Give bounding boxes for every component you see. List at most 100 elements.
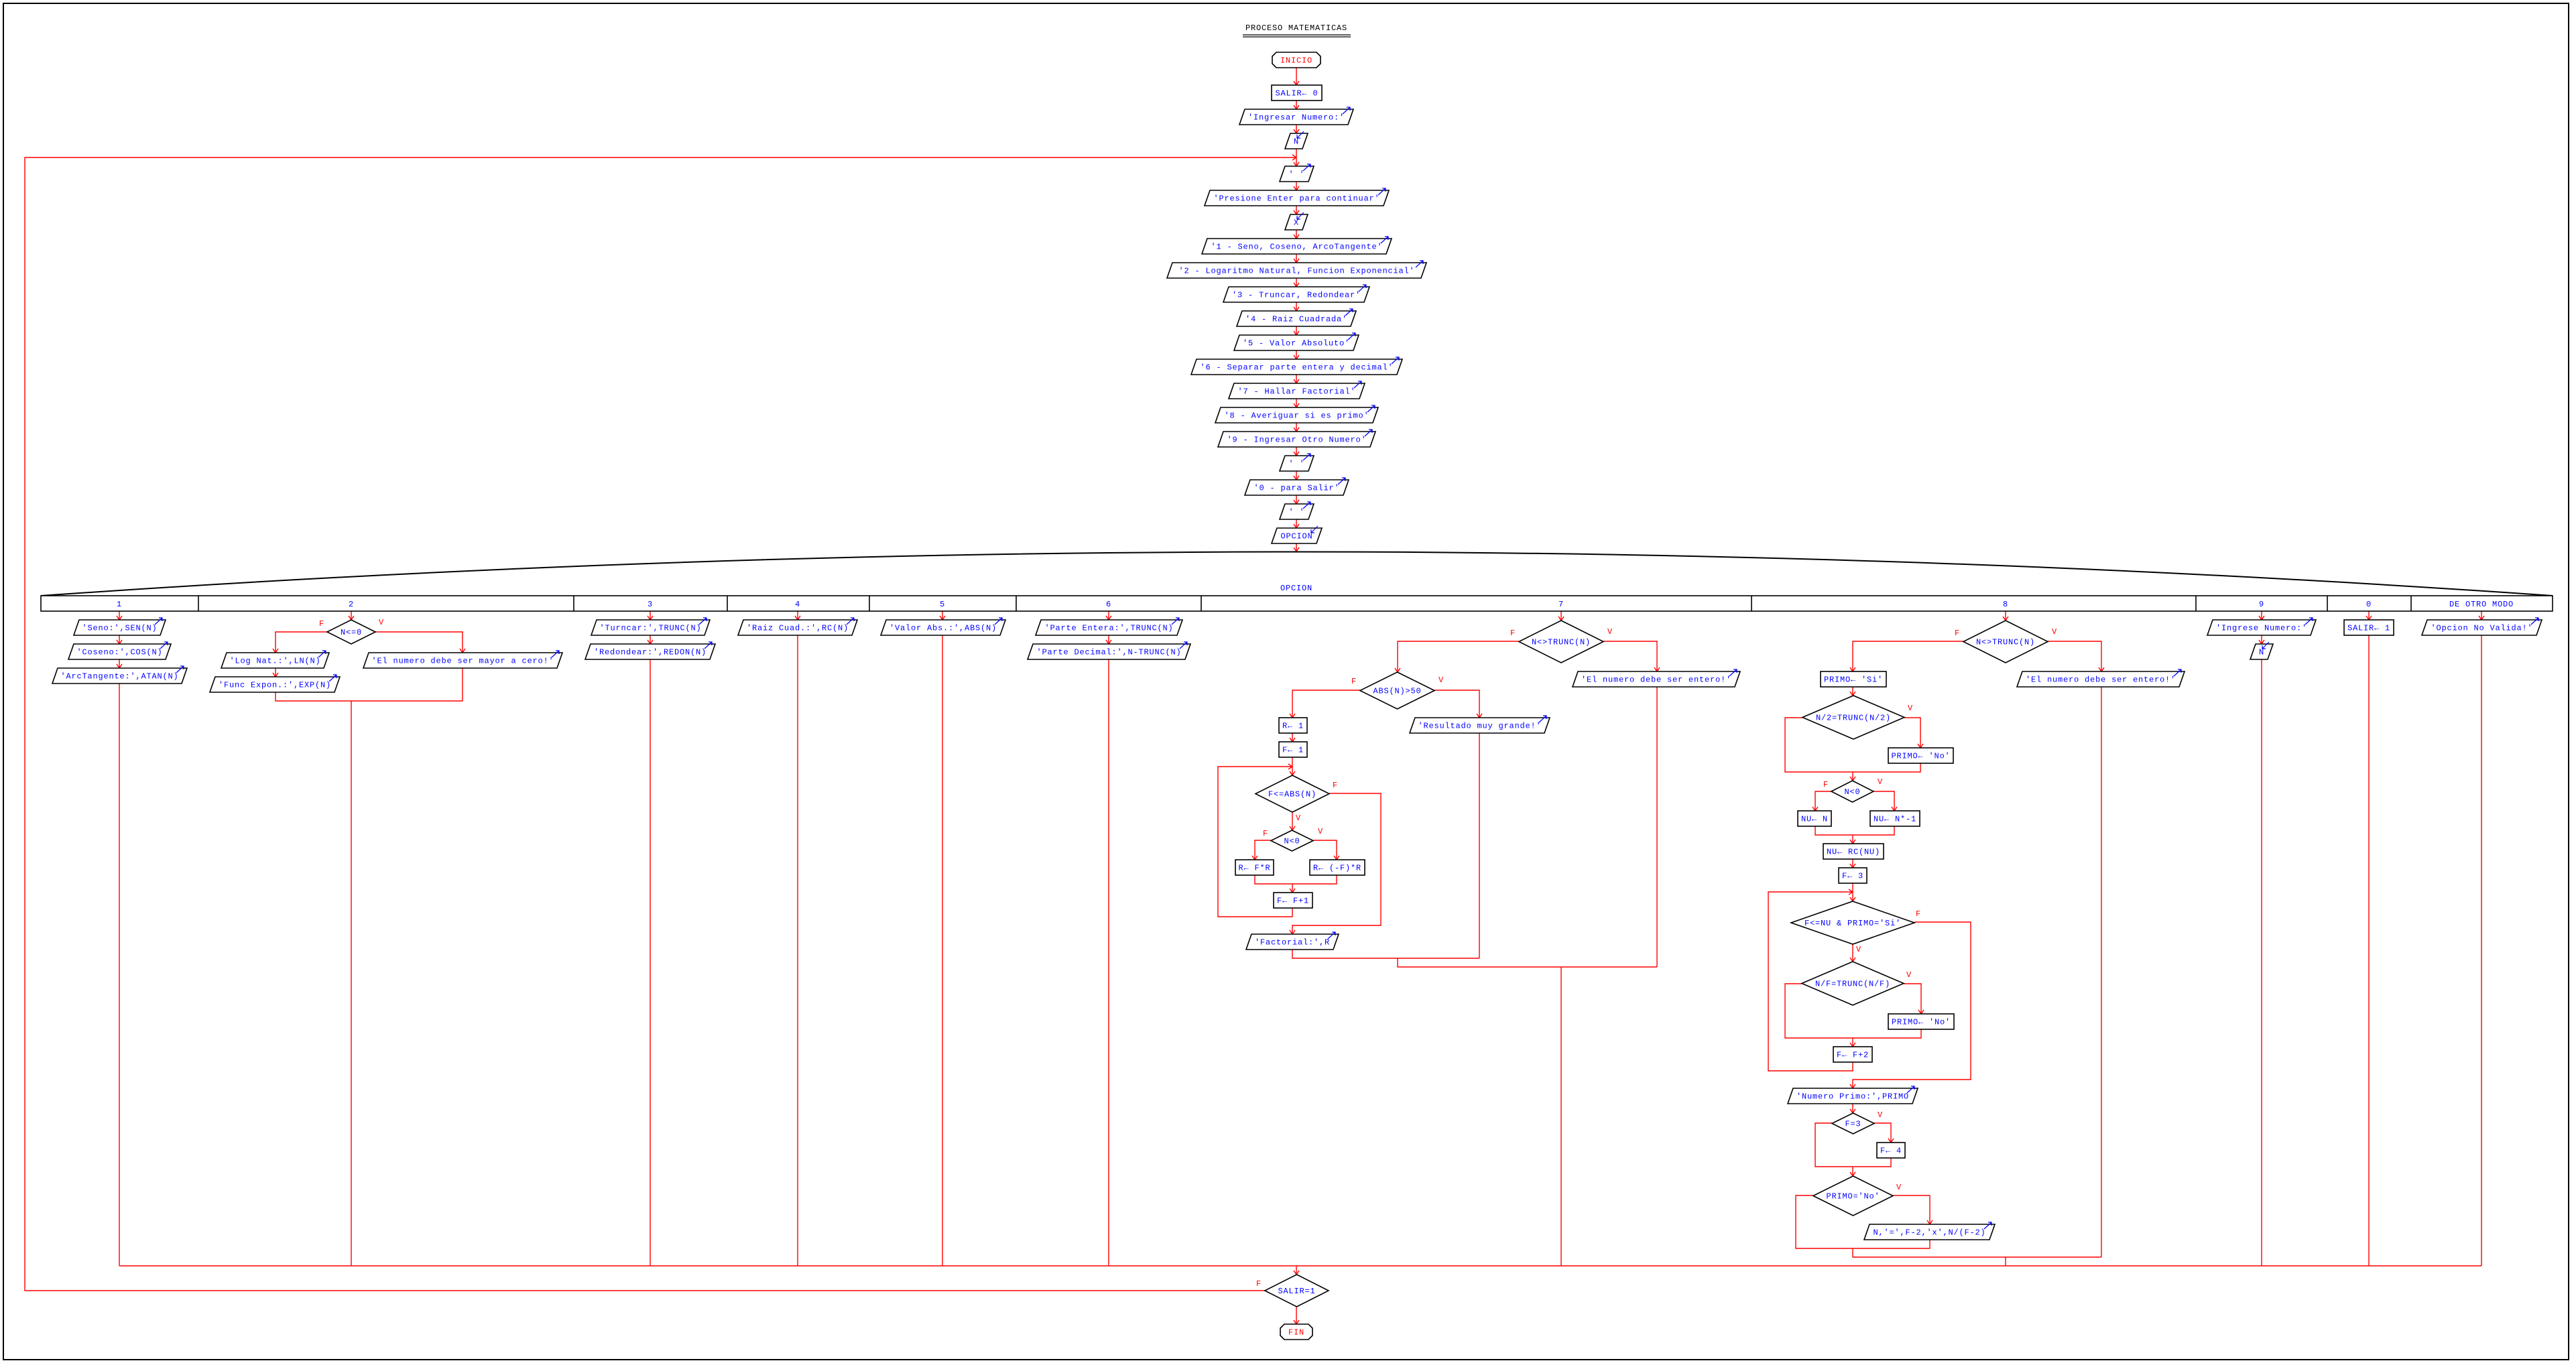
true-branch-label: V — [1908, 704, 1913, 713]
menu-line-text: '0 - para Salir' — [1253, 484, 1339, 493]
output-shape — [1190, 359, 1404, 375]
process-box — [1876, 1142, 1906, 1159]
process-box — [1888, 747, 1954, 764]
true-branch-label: V — [1438, 675, 1444, 685]
output-shape — [208, 676, 341, 693]
output-opcion-invalida: 'Opcion No Valida!' — [2420, 619, 2543, 636]
true-branch-label: V — [1896, 1183, 1902, 1192]
case-label: 6 — [1106, 600, 1111, 609]
flow-connector — [1815, 791, 1831, 811]
flow-connector — [1397, 958, 1657, 968]
assign-nu: NU← N — [1797, 810, 1832, 827]
true-branch-label: V — [1906, 970, 1912, 980]
case-label: 2 — [349, 600, 354, 609]
output-arrow-icon — [1337, 477, 1346, 485]
decision-negative: N<0 — [1830, 780, 1875, 803]
output-shape — [879, 619, 1007, 636]
while-condition: F<=NU & PRIMO='Si' — [1789, 901, 1916, 945]
assign-primo-no-text: PRIMO← 'No' — [1891, 752, 1950, 761]
output-arrow-icon — [551, 650, 560, 658]
switch-variable-label: OPCION — [1280, 584, 1312, 593]
decision-f-eq-3: F=3 — [1831, 1112, 1876, 1134]
menu-line: '2 - Logaritmo Natural, Funcion Exponenc… — [1166, 262, 1428, 279]
output-arrow-icon — [176, 665, 184, 673]
output-arrow-icon — [1358, 284, 1367, 292]
assign-primo-si: PRIMO← 'Si' — [1820, 671, 1887, 688]
output-shape — [72, 619, 167, 636]
output-arrow-icon — [1342, 107, 1351, 115]
case-label: 5 — [940, 600, 945, 609]
decision-entero-text: N<>TRUNC(N) — [1532, 638, 1591, 647]
terminal-shape — [1280, 1323, 1313, 1340]
decision-negative-text: N<0 — [1844, 787, 1860, 797]
terminal-shape — [1272, 52, 1321, 68]
true-branch-label: V — [1607, 627, 1613, 637]
menu-line: '9 - Ingresar Otro Numero' — [1217, 431, 1377, 448]
decision-negative: N<0 — [1270, 830, 1314, 852]
input-n: N — [2249, 643, 2274, 660]
flow-connector — [1784, 717, 1921, 773]
process-box — [1833, 1046, 1873, 1063]
output-arrow-icon — [328, 674, 337, 682]
output-shape — [1245, 933, 1340, 950]
true-branch-label: V — [2052, 627, 2057, 637]
decision-diamond — [1962, 620, 2049, 663]
menu-line: '3 - Truncar, Redondear' — [1222, 286, 1371, 303]
init-salir: SALIR← 0 — [1271, 84, 1323, 101]
output-blank: ' ' — [1278, 455, 1315, 472]
input-n: N — [1284, 133, 1309, 149]
flow-connector — [1852, 641, 1963, 671]
decision-negative-text: N<0 — [1284, 837, 1300, 846]
flow-connector — [1434, 690, 1480, 718]
flow-connector — [1874, 1122, 1892, 1143]
case-label: 0 — [2366, 600, 2372, 609]
output-shape — [1203, 190, 1390, 206]
output-shape — [1034, 619, 1184, 636]
output-numero-primo: 'Numero Primo:',PRIMO — [1786, 1088, 1919, 1104]
while-condition: F<=ABS(N) — [1254, 775, 1331, 813]
true-branch-label: V — [1878, 777, 1883, 787]
output-arrow-icon — [154, 617, 163, 625]
output-redondear: 'Redondear:',REDON(N) — [584, 643, 717, 660]
output-arrow-icon — [1415, 260, 1424, 268]
output-shape — [1408, 717, 1551, 734]
output-shape — [1243, 479, 1350, 496]
flow-connector — [1815, 1122, 1892, 1167]
true-branch-label: V — [1878, 1110, 1883, 1120]
output-valor-abs-text: 'Valor Abs.:',ABS(N) — [890, 624, 997, 633]
decision-primo-no: PRIMO='No' — [1812, 1175, 1894, 1216]
true-branch-label: V — [1296, 814, 1301, 823]
increment-f: F← F+2 — [1833, 1046, 1873, 1063]
assign-f: F← 3 — [1838, 867, 1867, 884]
output-arrow-icon — [1729, 669, 1737, 677]
output-arrow-icon — [704, 641, 713, 649]
false-branch-label: F — [1263, 829, 1268, 838]
flow-connector — [1795, 1195, 1930, 1249]
decision-diamond — [1831, 1112, 1876, 1134]
false-branch-label: F — [1916, 909, 1921, 919]
output-truncar-text: 'Turncar:',TRUNC(N) — [599, 624, 701, 633]
output-arctangente: 'ArcTangente:',ATAN(N) — [51, 667, 188, 684]
output-error-mayor-cero: 'El numero debe ser mayor a cero!' — [362, 652, 564, 669]
assign-f: F← 1 — [1278, 741, 1308, 758]
input-n-text: N — [2259, 648, 2264, 657]
output-shape — [1278, 166, 1315, 182]
output-blank: ' ' — [1278, 166, 1315, 182]
output-raiz: 'Raiz Cuad.:',RC(N) — [737, 619, 859, 636]
assign-nu-text: NU← N — [1801, 815, 1828, 824]
process-box — [1869, 810, 1920, 827]
false-branch-label: F — [1256, 1279, 1262, 1289]
output-error-entero: 'El numero debe ser entero!' — [2016, 671, 2186, 688]
output-arrow-icon — [1302, 501, 1311, 509]
output-arrow-icon — [1364, 429, 1373, 437]
output-log-nat-text: 'Log Nat.:',LN(N) — [229, 657, 320, 666]
start-terminal-text: INICIO — [1280, 56, 1312, 66]
output-factors-text: N,'=',F-2,'x',N/(F-2) — [1873, 1228, 1985, 1238]
case-label: 4 — [795, 600, 800, 609]
output-shape — [1278, 503, 1315, 520]
output-arrow-icon — [160, 641, 168, 649]
false-branch-label: F — [1510, 629, 1516, 638]
input-opcion-text: OPCION — [1280, 532, 1312, 541]
menu-line-text: '6 - Separar parte entera y decimal' — [1200, 363, 1393, 373]
assign-r-neg-text: R← (-F)*R — [1313, 864, 1361, 873]
